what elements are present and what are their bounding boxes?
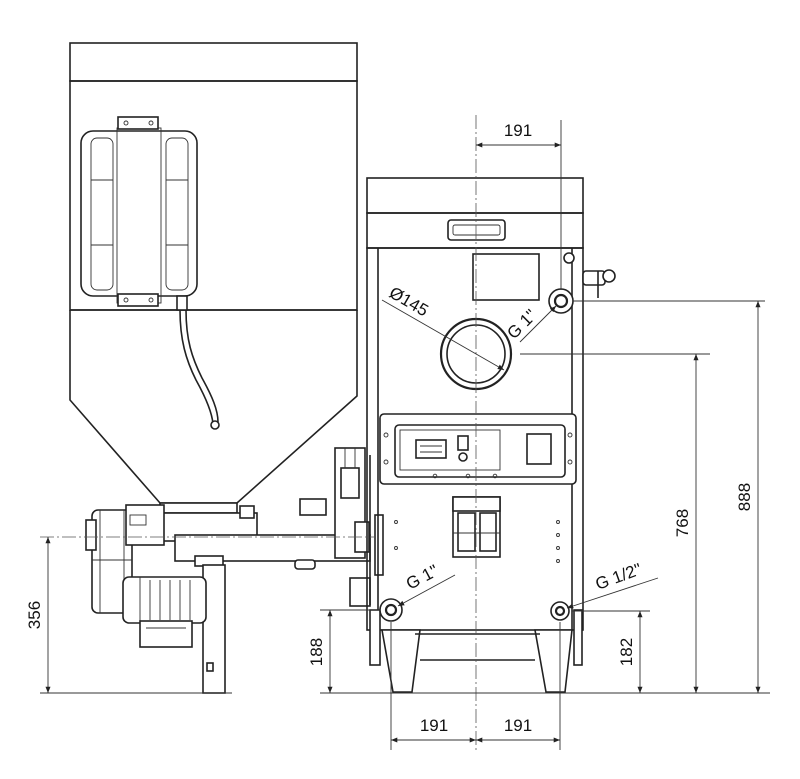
hopper-sensor-box [80,116,198,307]
feeder-motor [122,576,207,648]
dimension-flue-height: 768 [673,354,699,693]
top-outlet-connection [548,252,616,314]
sensor-cable [176,295,220,430]
top-connection-label: G 1" [503,306,540,343]
top-connection-callout: G 1" [503,305,557,343]
dim-bottom-right-width-label: 191 [504,716,532,735]
dim-right-outlet-label: 182 [617,638,636,666]
feeder-gearbox [85,504,165,614]
bottom-right-connection [550,601,570,621]
boiler-body [366,177,584,631]
dimension-bottom-widths: 191 191 [390,622,561,750]
dimension-left-outlet-height: 188 [307,610,333,693]
side-marks [394,520,560,563]
bottom-right-connection-label: G 1/2" [593,560,644,594]
center-lines [40,115,770,750]
dim-top-outlet-label: 888 [735,483,754,511]
dim-top-width-label: 191 [504,121,532,140]
bottom-left-connection [379,598,403,622]
bottom-right-connection-callout: G 1/2" [566,560,659,609]
dim-left-outlet-label: 188 [307,638,326,666]
flue-diameter-label: Ø145 [386,283,432,320]
dim-flue-height-label: 768 [673,509,692,537]
dimension-top-width: 191 [476,120,562,290]
dimension-burner-axis-height: 356 [25,537,51,693]
boiler-legs [369,609,583,693]
control-panel [379,413,577,485]
dimension-top-outlet-height: 888 [735,301,761,693]
burner [334,447,384,607]
bottom-left-connection-label: G 1" [403,561,441,593]
dim-burner-axis-label: 356 [25,601,44,629]
dim-bottom-left-width-label: 191 [420,716,448,735]
electrical-box [452,496,501,558]
bottom-left-connection-callout: G 1" [397,561,456,607]
pellet-feeder [159,498,371,694]
dimension-right-outlet-height: 182 [617,611,643,693]
